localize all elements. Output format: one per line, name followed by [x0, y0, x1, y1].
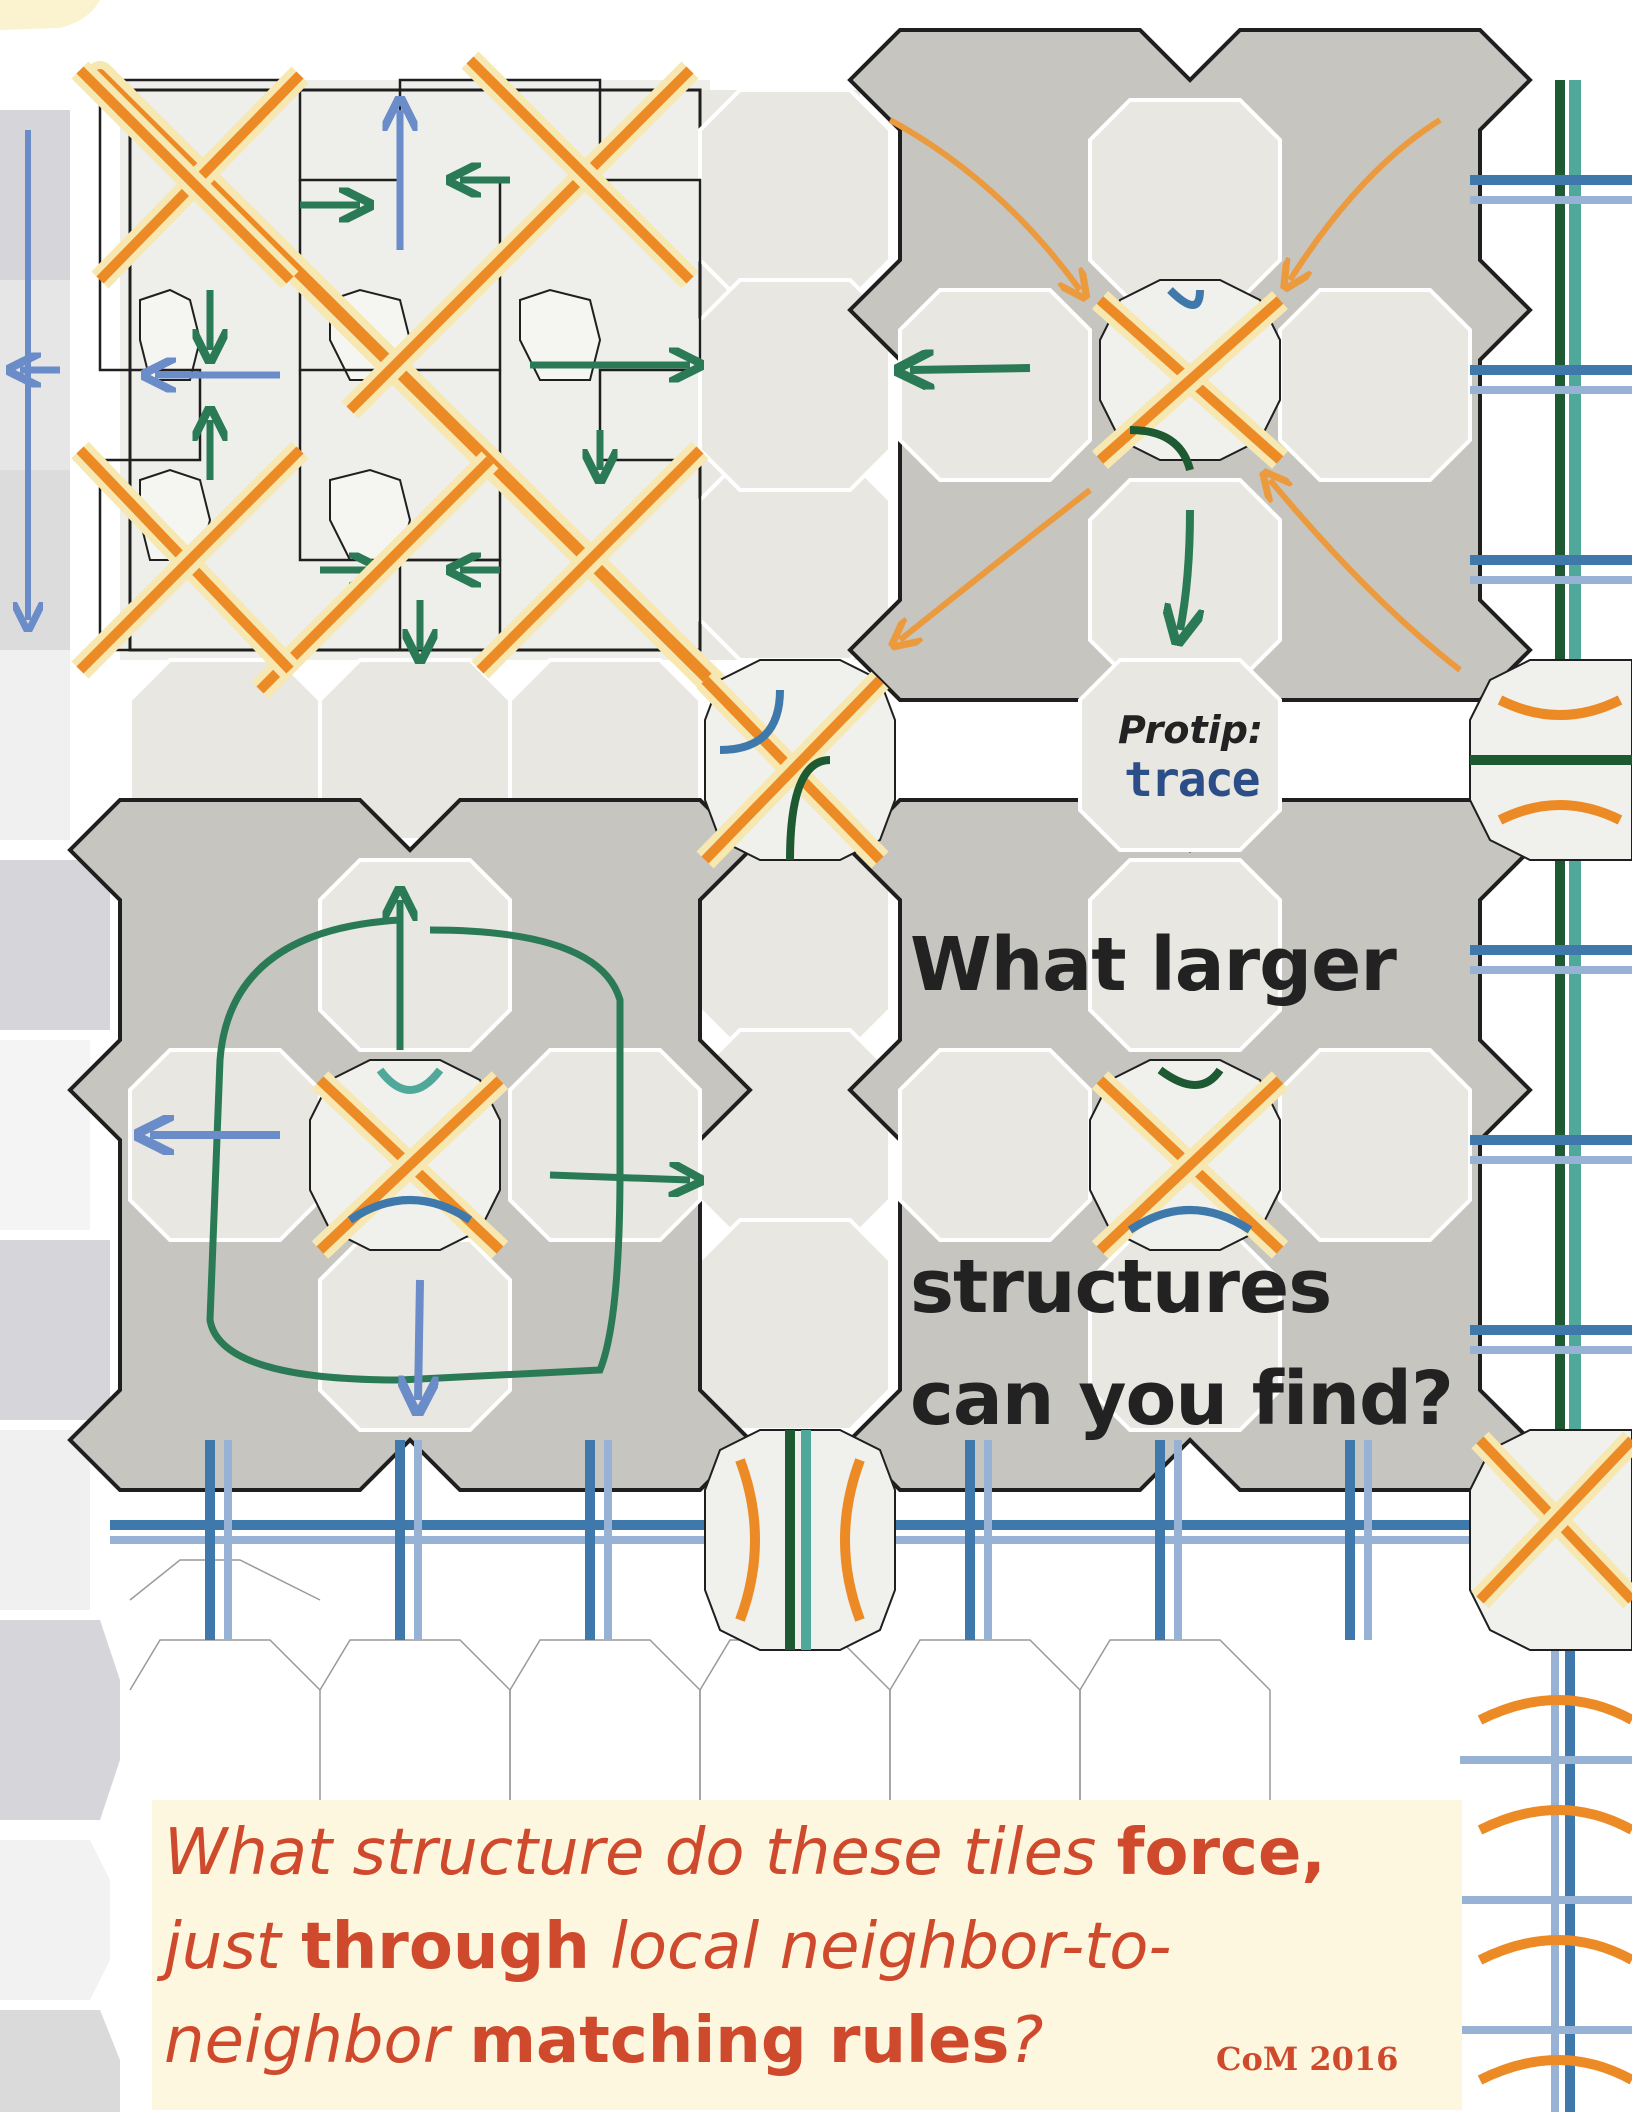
- caption-line-2: just through local neighbor-to-: [164, 1910, 1172, 1984]
- caption-line-1-italic: What structure do these tiles: [164, 1816, 1117, 1890]
- caption-line-3-end: ?: [1009, 2004, 1044, 2078]
- right-lower-rail-arcs: [1460, 1695, 1632, 2085]
- crossing-tile-center-top-right: [1092, 279, 1288, 472]
- question-line-2: structures: [910, 1244, 1332, 1330]
- caption-line-1-bold: force,: [1116, 1816, 1326, 1890]
- caption-line-3: neighbor matching rules?: [164, 2004, 1043, 2078]
- protip-hint: trace: [1124, 752, 1260, 808]
- rail-crossing-bottom-mid: [704, 1429, 896, 1651]
- crossing-tile-junction: [696, 659, 896, 869]
- protip-label: Protip:: [1118, 708, 1264, 752]
- question-line-1: What larger: [910, 922, 1397, 1008]
- caption-box: What structure do these tiles force, jus…: [152, 1800, 1462, 2110]
- question-line-3: can you find?: [910, 1356, 1454, 1442]
- credit-text: CoM 2016: [1216, 2040, 1399, 2078]
- crossing-tile-bottom-right: [1089, 1059, 1289, 1259]
- caption-line-1: What structure do these tiles force,: [164, 1816, 1326, 1890]
- caption-line-3-italic: neighbor: [164, 2004, 470, 2078]
- top-left-arrows: [20, 110, 690, 650]
- caption-line-2-italic-b: local neighbor-to-: [589, 1910, 1172, 1984]
- orange-diagonals: [71, 51, 794, 764]
- rail-crossing-corner: [1469, 1429, 1632, 1651]
- crossing-tile-bottom-left: [309, 1059, 509, 1259]
- protip-tile: [1078, 658, 1282, 852]
- caption-line-3-bold: matching rules: [469, 2004, 1010, 2078]
- caption-line-2-bold: through: [301, 1910, 590, 1984]
- octagon-strip-middle: [128, 88, 892, 1432]
- rail-crossing-right-mid: [1469, 659, 1632, 861]
- caption-line-2-italic-a: just: [164, 1910, 302, 1984]
